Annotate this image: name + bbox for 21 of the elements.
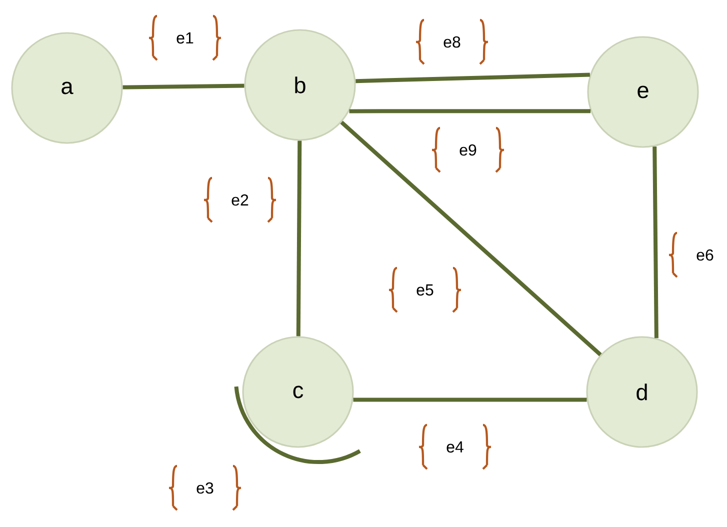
- edge-line: [356, 72, 590, 84]
- edge-line: [122, 84, 244, 90]
- edge-label: e5: [416, 284, 434, 296]
- edge-line: [234, 386, 361, 464]
- edge-label: e3: [196, 482, 214, 494]
- edge-line: [349, 109, 591, 114]
- edge-label: e2: [232, 194, 248, 206]
- graph-node: a: [11, 32, 123, 144]
- graph-node: c: [242, 336, 354, 448]
- graph-node: e: [587, 36, 699, 148]
- graph-node: d: [586, 336, 698, 448]
- edge-label: e4: [446, 441, 464, 453]
- edge-label: e1: [176, 32, 194, 44]
- edge-label: e8: [444, 36, 460, 48]
- edge-label: e6: [696, 249, 714, 261]
- edge-line: [353, 398, 587, 402]
- edge-line: [340, 120, 602, 356]
- edge-line: [652, 146, 658, 338]
- edge-line: [296, 140, 302, 336]
- graph-node: b: [244, 29, 356, 141]
- edge-label: e9: [460, 144, 476, 156]
